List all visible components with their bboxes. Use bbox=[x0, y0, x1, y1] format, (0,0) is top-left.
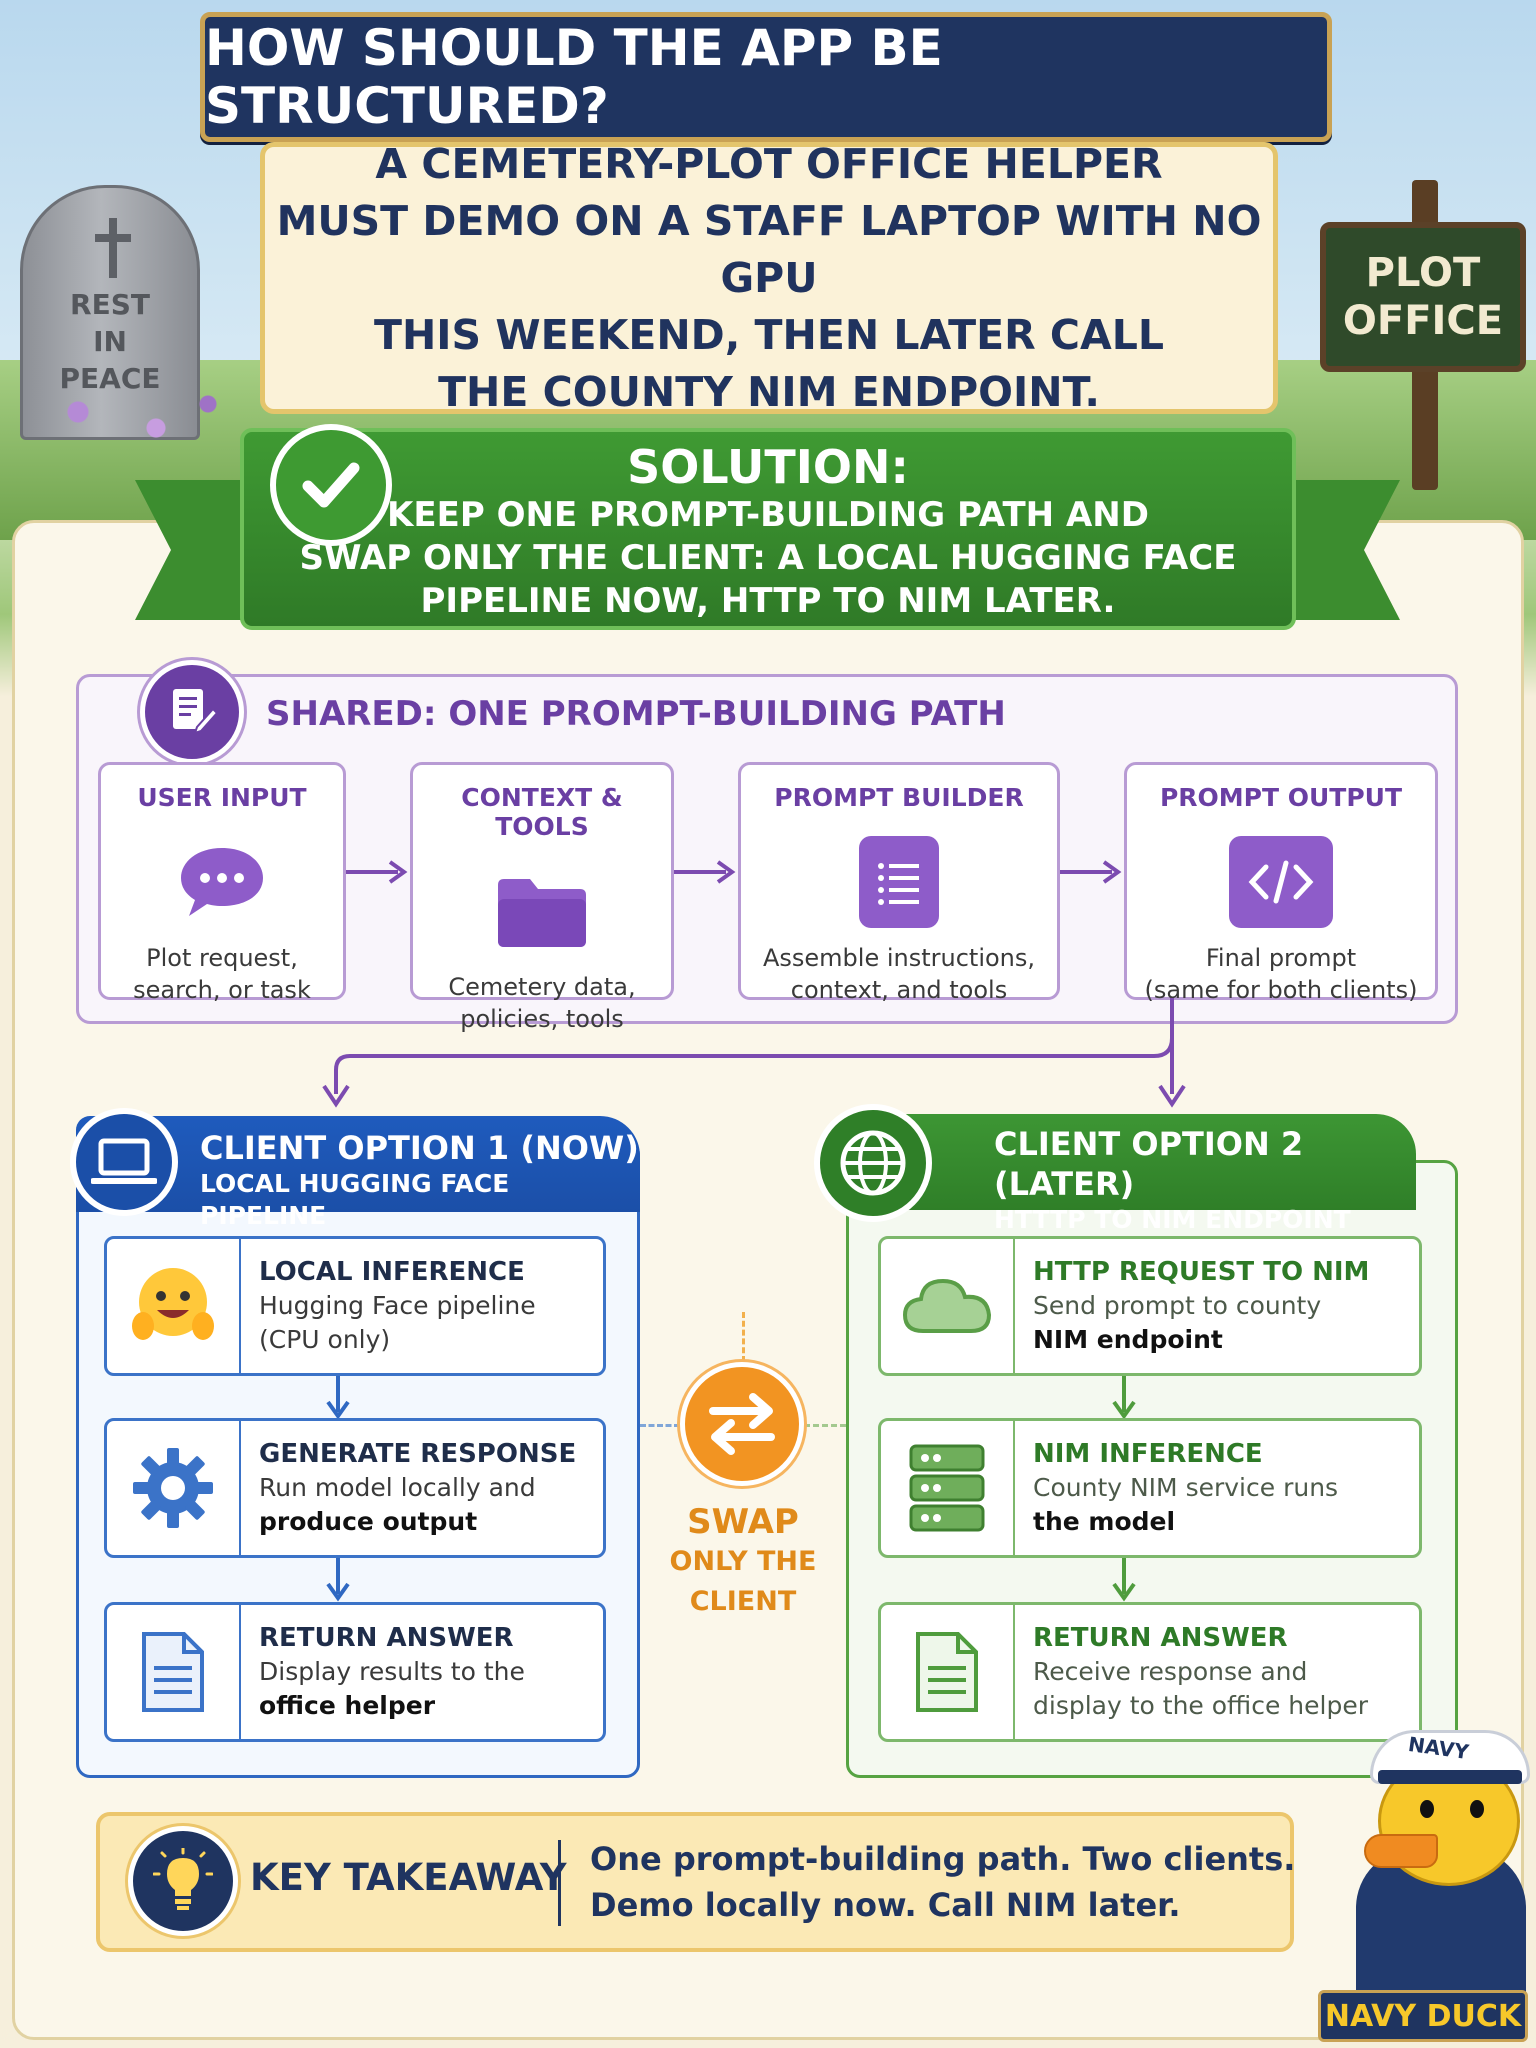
step-prompt-output: PROMPT OUTPUT Final prompt (same for bot… bbox=[1124, 762, 1438, 1004]
step-desc: Final prompt (same for both clients) bbox=[1144, 944, 1418, 1004]
step-title: CONTEXT & TOOLS bbox=[461, 783, 623, 841]
swap-dashed-line bbox=[804, 1424, 846, 1427]
card-desc-line-1: Run model locally and bbox=[259, 1473, 536, 1502]
arrow-down-icon bbox=[326, 1558, 350, 1602]
swap-label-line-1: SWAP bbox=[687, 1502, 799, 1542]
option-2-title: CLIENT OPTION 2 (LATER) bbox=[994, 1125, 1304, 1203]
plot-office-sign: PLOT OFFICE bbox=[1320, 222, 1526, 372]
checkmark-icon bbox=[270, 424, 392, 546]
arrow-down-icon bbox=[326, 1376, 350, 1420]
key-takeaway-box bbox=[96, 1812, 1294, 1952]
card-desc-line-1: Receive response and bbox=[1033, 1657, 1308, 1686]
card-return-answer-local: RETURN ANSWER Display results to the off… bbox=[104, 1602, 606, 1742]
card-title: NIM INFERENCE bbox=[1033, 1439, 1263, 1469]
client-option-2-header: CLIENT OPTION 2 (LATER) HTTTP TO NIM END… bbox=[846, 1114, 1416, 1234]
swap-dashed-line bbox=[742, 1312, 745, 1362]
globe-icon bbox=[814, 1104, 932, 1222]
card-desc-line-1: Display results to the bbox=[259, 1657, 525, 1686]
card-desc-line-2: the model bbox=[1033, 1507, 1176, 1536]
navy-duck-badge: NAVY DUCK bbox=[1318, 1990, 1528, 2042]
card-title: GENERATE RESPONSE bbox=[259, 1439, 577, 1469]
step-context-tools: CONTEXT & TOOLS Cemetery data, policies,… bbox=[410, 762, 674, 1033]
step-user-input: USER INPUT Plot request, search, or task bbox=[98, 762, 346, 1004]
option-1-title: CLIENT OPTION 1 (NOW) bbox=[200, 1129, 639, 1167]
card-desc-line-2: NIM endpoint bbox=[1033, 1325, 1223, 1354]
card-title: RETURN ANSWER bbox=[1033, 1623, 1288, 1653]
arrow-right-icon bbox=[1060, 860, 1122, 884]
card-title: LOCAL INFERENCE bbox=[259, 1257, 525, 1287]
gear-icon bbox=[107, 1421, 241, 1555]
card-desc-line-1: County NIM service runs bbox=[1033, 1473, 1339, 1502]
step-title: PROMPT OUTPUT bbox=[1159, 783, 1403, 812]
card-generate-response: GENERATE RESPONSE Run model locally and … bbox=[104, 1418, 606, 1558]
solution-heading: SOLUTION: bbox=[627, 440, 909, 494]
key-takeaway-line-1: One prompt-building path. Two clients. bbox=[590, 1840, 1296, 1878]
branch-connector bbox=[322, 998, 1186, 1108]
page-title: HOW SHOULD THE APP BE STRUCTURED? bbox=[200, 12, 1332, 142]
swap-label-line-3: CLIENT bbox=[689, 1586, 797, 1617]
code-icon bbox=[1229, 836, 1333, 928]
arrow-down-icon bbox=[1112, 1558, 1136, 1602]
arrow-right-icon bbox=[346, 860, 408, 884]
key-takeaway-text: One prompt-building path. Two clients. D… bbox=[590, 1836, 1295, 1928]
card-desc-line-2: (CPU only) bbox=[259, 1325, 391, 1354]
option-1-subtitle: LOCAL HUGGING FACE PIPELINE bbox=[200, 1169, 510, 1230]
key-takeaway-label: KEY TAKEAWAY bbox=[250, 1856, 567, 1899]
swap-label: SWAP ONLY THE CLIENT bbox=[650, 1502, 836, 1622]
card-http-request: HTTP REQUEST TO NIM Send prompt to count… bbox=[878, 1236, 1422, 1376]
duck-eye bbox=[1470, 1800, 1484, 1818]
step-prompt-builder: PROMPT BUILDER Assemble instructions, co… bbox=[738, 762, 1060, 1004]
card-desc-line-1: Hugging Face pipeline bbox=[259, 1291, 536, 1320]
hat-band bbox=[1378, 1770, 1522, 1784]
step-desc: Assemble instructions, context, and tool… bbox=[762, 944, 1036, 1004]
step-desc: Cemetery data, policies, tools bbox=[448, 973, 636, 1033]
cloud-icon bbox=[881, 1239, 1015, 1373]
laptop-icon bbox=[70, 1108, 178, 1216]
card-title: RETURN ANSWER bbox=[259, 1623, 514, 1653]
option-2-subtitle: HTTTP TO NIM ENDPOINT bbox=[994, 1205, 1351, 1234]
duck-eye bbox=[1420, 1800, 1434, 1818]
card-desc-line-2: produce output bbox=[259, 1507, 478, 1536]
solution-banner: SOLUTION: KEEP ONE PROMPT-BUILDING PATH … bbox=[240, 428, 1296, 630]
card-desc-line-2: display to the office helper bbox=[1033, 1691, 1368, 1720]
problem-statement: A CEMETERY-PLOT OFFICE HELPER MUST DEMO … bbox=[260, 140, 1278, 416]
card-return-answer-nim: RETURN ANSWER Receive response and displ… bbox=[878, 1602, 1422, 1742]
duck-beak bbox=[1364, 1834, 1438, 1868]
hugging-face-icon bbox=[107, 1239, 241, 1373]
shared-title: SHARED: ONE PROMPT-BUILDING PATH bbox=[266, 694, 1006, 734]
server-icon bbox=[881, 1421, 1015, 1555]
chat-bubble-icon bbox=[170, 836, 274, 928]
list-document-icon bbox=[859, 836, 939, 928]
folder-icon bbox=[490, 865, 594, 957]
card-desc-line-2: office helper bbox=[259, 1691, 436, 1720]
flowers-decoration bbox=[0, 380, 260, 460]
document-edit-icon bbox=[140, 660, 244, 764]
cross-icon bbox=[95, 218, 131, 278]
card-local-inference: LOCAL INFERENCE Hugging Face pipeline (C… bbox=[104, 1236, 606, 1376]
step-title: USER INPUT bbox=[137, 783, 307, 812]
arrow-right-icon bbox=[674, 860, 736, 884]
solution-body: KEEP ONE PROMPT-BUILDING PATH AND SWAP O… bbox=[299, 495, 1237, 621]
step-desc: Plot request, search, or task bbox=[133, 944, 311, 1004]
document-icon bbox=[107, 1605, 241, 1739]
swap-arrows-icon bbox=[680, 1362, 804, 1486]
swap-dashed-line bbox=[640, 1424, 680, 1427]
card-nim-inference: NIM INFERENCE County NIM service runs th… bbox=[878, 1418, 1422, 1558]
card-desc-line-1: Send prompt to county bbox=[1033, 1291, 1322, 1320]
document-icon bbox=[881, 1605, 1015, 1739]
lightbulb-icon bbox=[128, 1826, 238, 1936]
card-title: HTTP REQUEST TO NIM bbox=[1033, 1257, 1370, 1287]
step-title: PROMPT BUILDER bbox=[774, 783, 1024, 812]
arrow-down-icon bbox=[1112, 1376, 1136, 1420]
client-option-1-header: CLIENT OPTION 1 (NOW) LOCAL HUGGING FACE… bbox=[76, 1116, 640, 1230]
swap-label-line-2: ONLY THE bbox=[669, 1546, 817, 1577]
divider bbox=[558, 1840, 561, 1926]
key-takeaway-line-2: Demo locally now. Call NIM later. bbox=[590, 1886, 1181, 1924]
